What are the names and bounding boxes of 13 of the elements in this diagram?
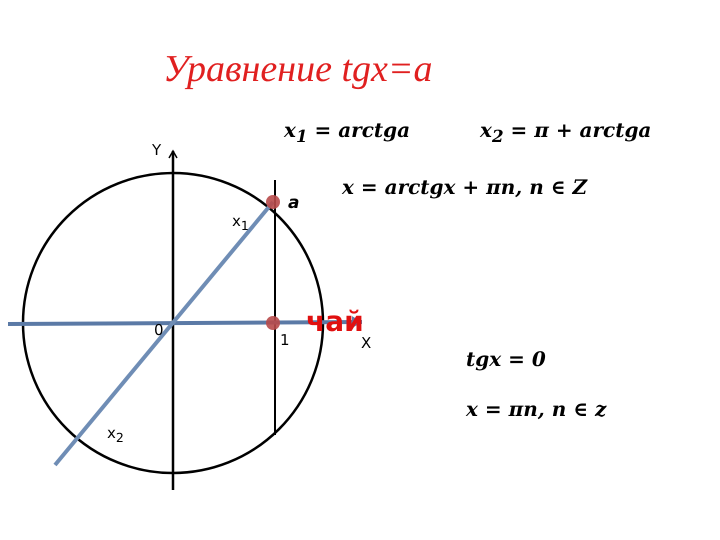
- formula: x$_{2}$ = π + arctga: [480, 120, 652, 145]
- axis-label: X: [361, 336, 372, 351]
- angle-label: x$_{2}$: [107, 426, 124, 444]
- point-label: a: [288, 195, 300, 212]
- tick-label: 1: [280, 333, 290, 348]
- formula: x$_{1}$ = arctga: [284, 120, 410, 145]
- formula: x = πn, n ∈ z: [466, 399, 606, 419]
- formula: x = arctgx + πn, n ∈ Z: [342, 177, 588, 197]
- origin-label: 0: [154, 323, 164, 338]
- angle-label: x$_{1}$: [232, 214, 249, 232]
- formula: tgx = 0: [466, 349, 546, 369]
- title: Уравнение tgx=a: [163, 50, 433, 88]
- axis-label: Y: [152, 143, 162, 158]
